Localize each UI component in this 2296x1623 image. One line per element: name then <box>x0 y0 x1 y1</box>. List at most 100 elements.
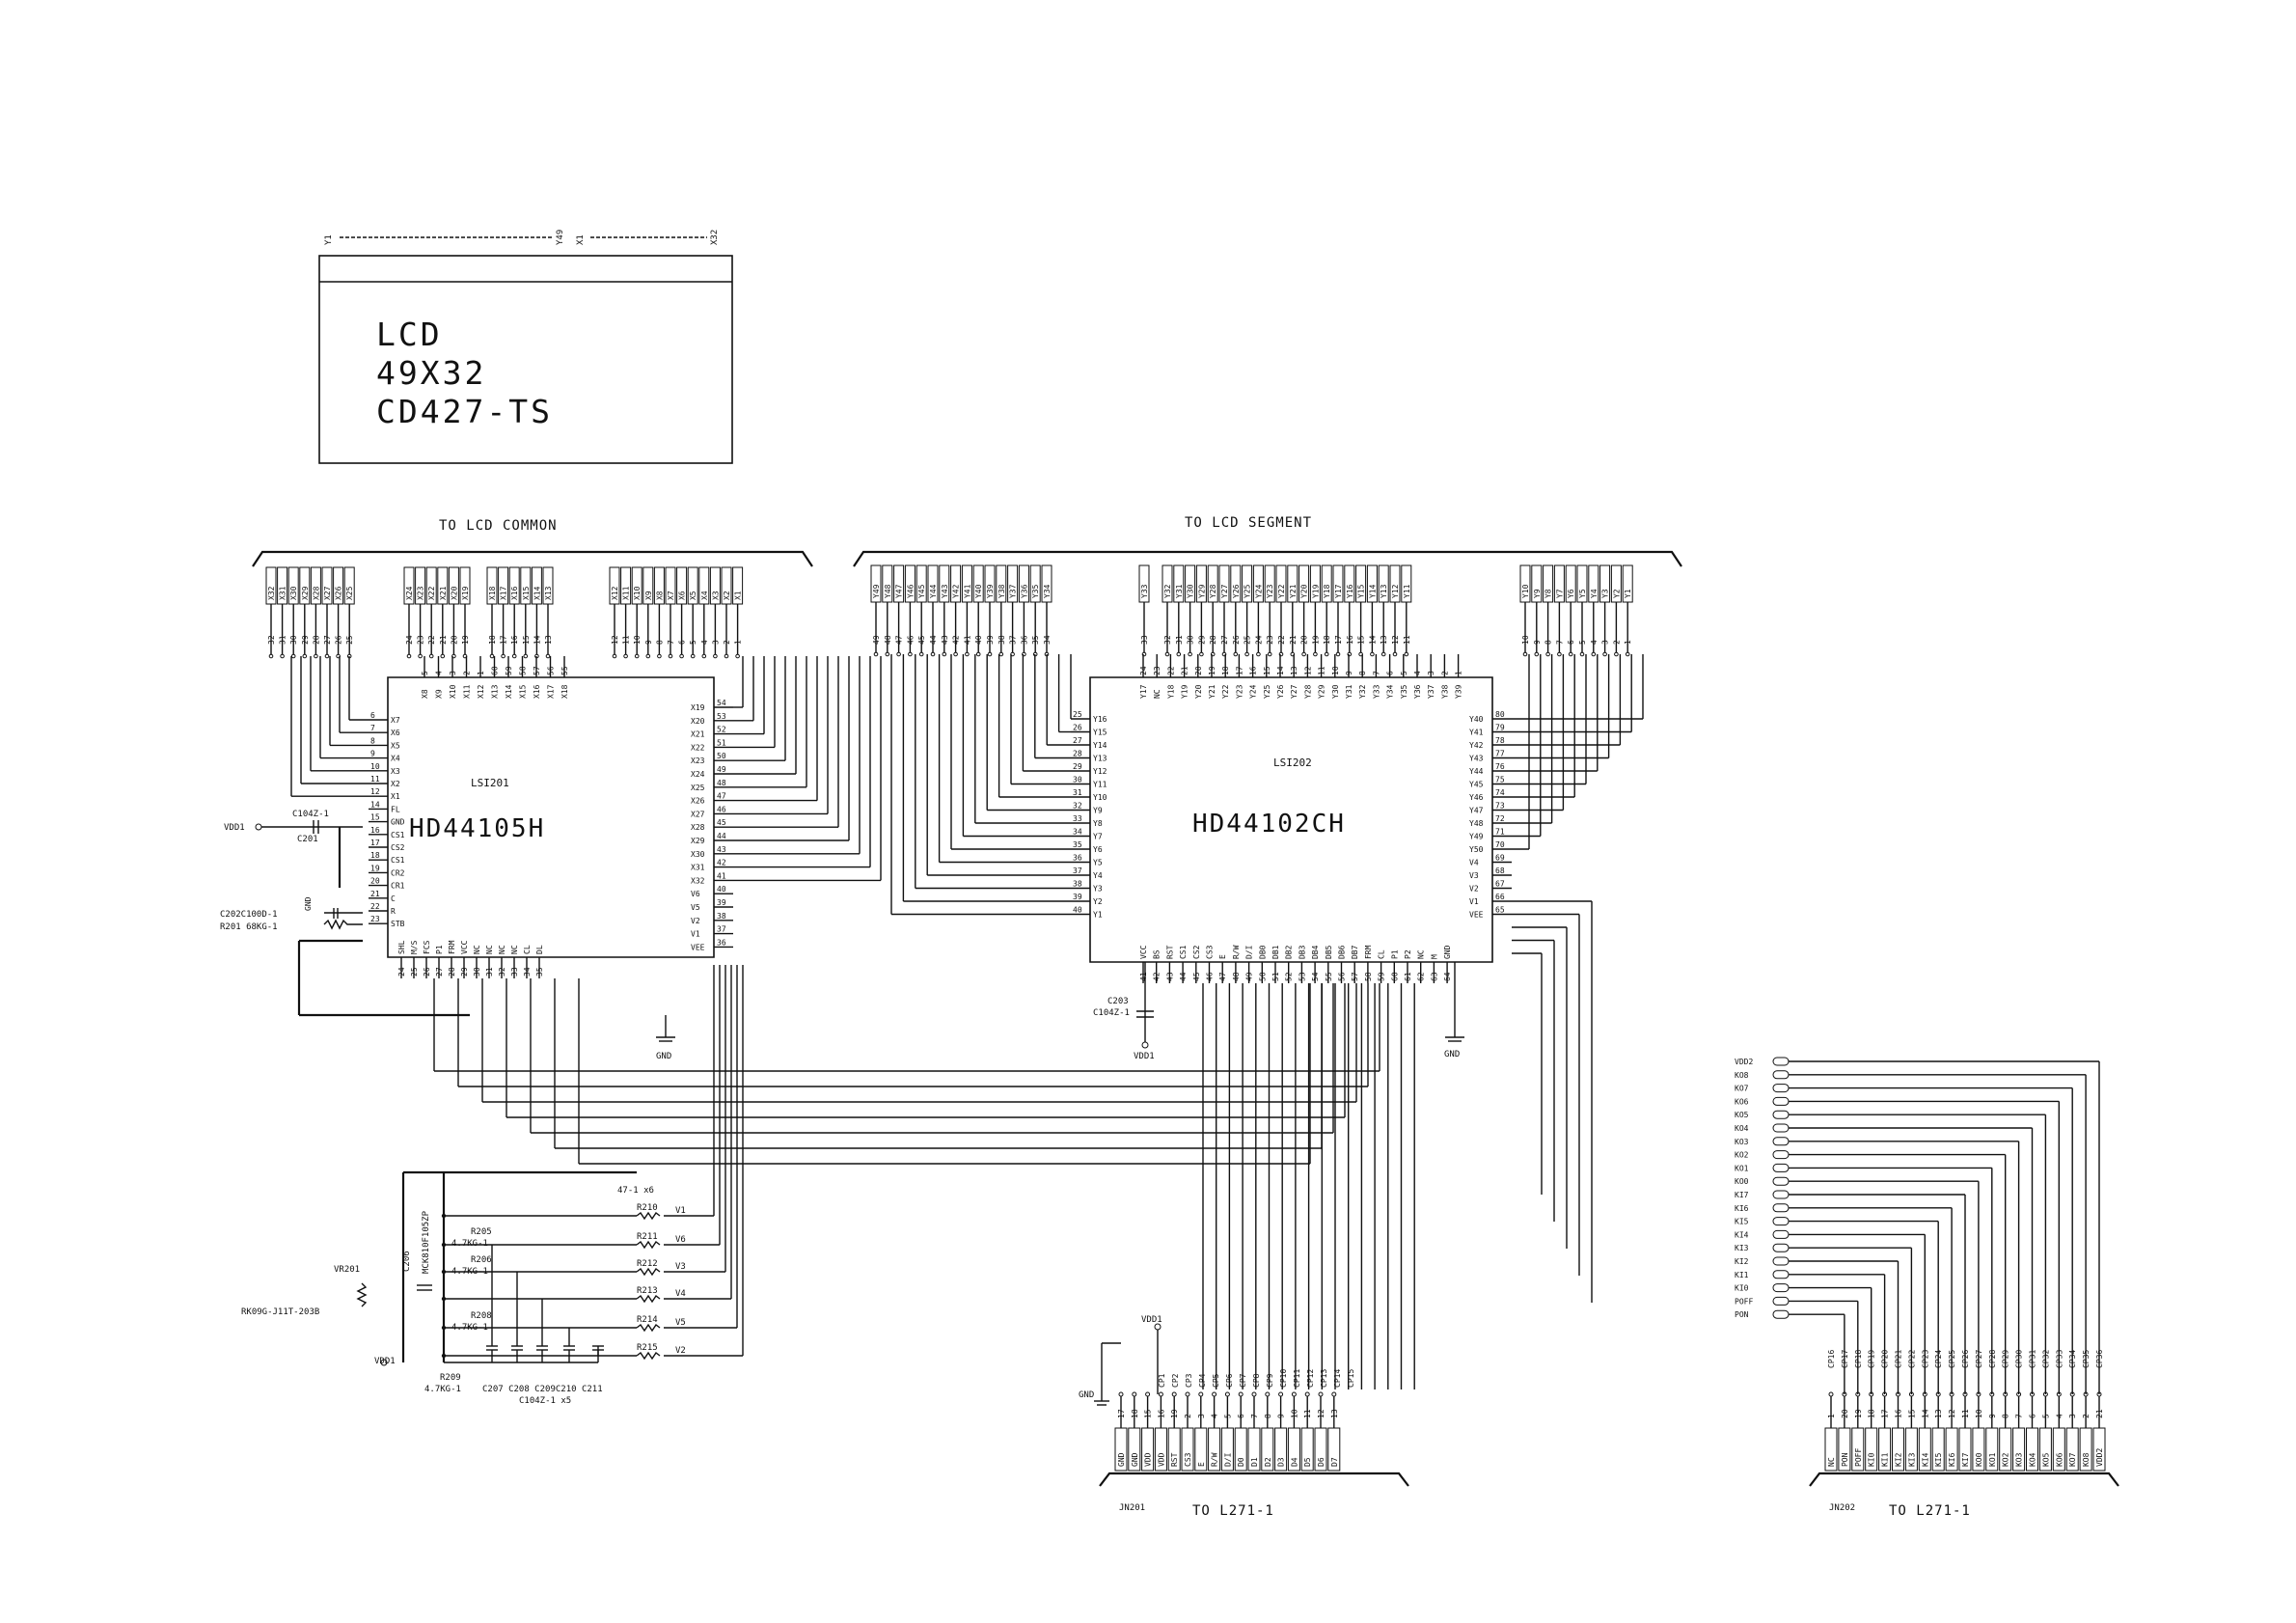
lsi202-pin-name: Y19 <box>1181 684 1189 699</box>
segment-pin-label: Y27 <box>1220 584 1229 598</box>
lsi201-pin-name: CR1 <box>391 882 405 891</box>
lsi202-pin-number: 77 <box>1495 750 1505 758</box>
segment-pin-node <box>1568 651 1573 657</box>
lsi201-pin-name: X5 <box>391 741 400 750</box>
lsi201-pin-name: X24 <box>691 770 705 779</box>
lsi201-pin-name: X30 <box>691 850 705 859</box>
jn201-pin-node <box>1251 1391 1257 1397</box>
lsi201-pin-name: DL <box>535 945 544 954</box>
rail-resistor-ref: R213 <box>637 1286 658 1296</box>
lsi202-pin-name: Y30 <box>1331 684 1340 699</box>
key-signal-label: KI1 <box>1735 1271 1749 1279</box>
lsi202-pin-number: 54 <box>1311 972 1320 981</box>
lsi202-pin-number: 21 <box>1181 666 1189 675</box>
lsi201-pin-name: X16 <box>533 684 541 699</box>
lsi202-pin-number: 19 <box>1208 666 1216 675</box>
common-pin-label: X14 <box>533 586 541 600</box>
segment-pin-label: Y31 <box>1175 584 1184 598</box>
lsi202-pin-name: Y13 <box>1093 755 1107 763</box>
lsi201-pin-name: NC <box>498 945 506 954</box>
rail-voltage-label: V4 <box>675 1289 686 1299</box>
lsi202-pin-name: RST <box>1165 945 1174 959</box>
lsi201-pin-number: 45 <box>717 818 726 827</box>
key-signal-label: KO6 <box>1735 1097 1749 1106</box>
jn201-cp-label: CP13 <box>1320 1369 1328 1388</box>
lcd-common-connector: X3232X3131X3030X2929X2828X2727X2626X2525… <box>265 566 744 659</box>
segment-pin-node <box>1545 651 1550 657</box>
lsi202-pin-number: 41 <box>1139 972 1148 981</box>
rail-voltage-label: V3 <box>675 1262 686 1272</box>
jn201-pin-node <box>1291 1391 1297 1397</box>
segment-pin-node <box>1267 651 1272 657</box>
header-lcd-segment: TO LCD SEGMENT <box>1185 515 1312 531</box>
key-signal-label: KI2 <box>1735 1257 1749 1266</box>
rail-voltage-label: V6 <box>675 1235 686 1245</box>
lsi202-pin-number: 49 <box>1245 972 1254 981</box>
lcd-line-2: 49X32 <box>376 354 486 392</box>
key-signal-terminal <box>1772 1296 1790 1306</box>
jn201-cp-label: CP12 <box>1306 1369 1315 1388</box>
jn202-cp-label: CP16 <box>1827 1350 1836 1368</box>
lsi202-pin-name: FRM <box>1364 945 1373 959</box>
lsi202-pin-name: Y18 <box>1166 684 1175 699</box>
lcd-label-y1: Y1 <box>324 234 334 245</box>
lcd-line-3: CD427-TS <box>376 393 553 430</box>
lsi202-pin-number: 50 <box>1258 972 1267 981</box>
vdd1-terminal-lsi202 <box>1141 1041 1149 1049</box>
lsi202-pin-number: 66 <box>1495 893 1505 901</box>
lsi202-pin-name: Y7 <box>1093 833 1103 841</box>
r209-ref: R209 <box>440 1373 461 1383</box>
lsi201-body <box>387 676 715 958</box>
key-signal-label: KO0 <box>1735 1177 1749 1186</box>
segment-pin-node <box>885 651 890 657</box>
jn201-bracket <box>1099 1472 1409 1487</box>
lsi201-pin-number: 21 <box>370 890 380 898</box>
lsi202-pin-name: Y10 <box>1093 793 1107 802</box>
lsi201-pin-name: X20 <box>691 717 705 726</box>
jn201-ref: JN201 <box>1119 1503 1145 1513</box>
lsi202-pin-name: Y6 <box>1093 845 1103 854</box>
common-pin-label: X25 <box>345 586 354 600</box>
lsi202-pin-name: Y44 <box>1469 767 1484 776</box>
lsi202-pin-name: Y40 <box>1469 715 1484 724</box>
segment-pin-label: Y15 <box>1357 584 1366 598</box>
lsi202-pin-name: V3 <box>1469 871 1479 880</box>
common-pin-node <box>302 653 308 659</box>
common-pin-label: X32 <box>267 586 276 600</box>
lsi202-pin-name: Y39 <box>1455 684 1463 699</box>
jn202-bracket <box>1809 1472 2119 1487</box>
key-signal-terminal <box>1772 1283 1790 1293</box>
segment-pin-label: Y29 <box>1197 584 1206 598</box>
r208-ref: R208 <box>471 1311 492 1321</box>
segment-pin-label: Y47 <box>895 584 904 598</box>
lsi202-pin-number: 67 <box>1495 880 1505 889</box>
lsi201-pin-number: 29 <box>460 967 469 977</box>
common-pin-label: X11 <box>622 586 631 600</box>
jn202-pin-label: KI3 <box>1907 1452 1916 1467</box>
c201-value: C104Z-1 <box>292 810 329 819</box>
jn201-cp-label: CP7 <box>1239 1373 1247 1388</box>
lsi201-pin-number: 40 <box>717 885 726 894</box>
lsi202-pin-number: 4 <box>1413 671 1422 675</box>
segment-pin-label: Y33 <box>1140 584 1149 598</box>
jn202-pin-label: NC <box>1827 1457 1836 1467</box>
lsi201-pin-number: 38 <box>717 912 726 921</box>
lsi201-pin-number: 27 <box>435 967 444 977</box>
segment-pin-label: Y28 <box>1209 584 1217 598</box>
common-pin-node <box>406 653 412 659</box>
segment-pin-node <box>930 651 936 657</box>
key-signal-terminal <box>1772 1137 1790 1146</box>
lsi202-pin-number: 47 <box>1218 972 1227 981</box>
vr201-part: RK09G-J11T-203B <box>241 1307 319 1317</box>
lsi202-pin-name: P2 <box>1404 949 1412 959</box>
segment-pin-node <box>1392 651 1398 657</box>
lsi202-pin-number: 59 <box>1378 972 1386 981</box>
lsi202-pin-name: CL <box>1378 949 1386 959</box>
common-pin-node <box>713 653 718 659</box>
header-lcd-common: TO LCD COMMON <box>439 518 558 534</box>
common-pin-node <box>280 653 285 659</box>
lsi202-chip: LSI202 HD44102CH <box>1089 676 1493 963</box>
jn201-pin-label: GND <box>1117 1452 1126 1467</box>
jn202-ref: JN202 <box>1829 1503 1855 1513</box>
lsi202-pin-number: 62 <box>1417 972 1426 981</box>
